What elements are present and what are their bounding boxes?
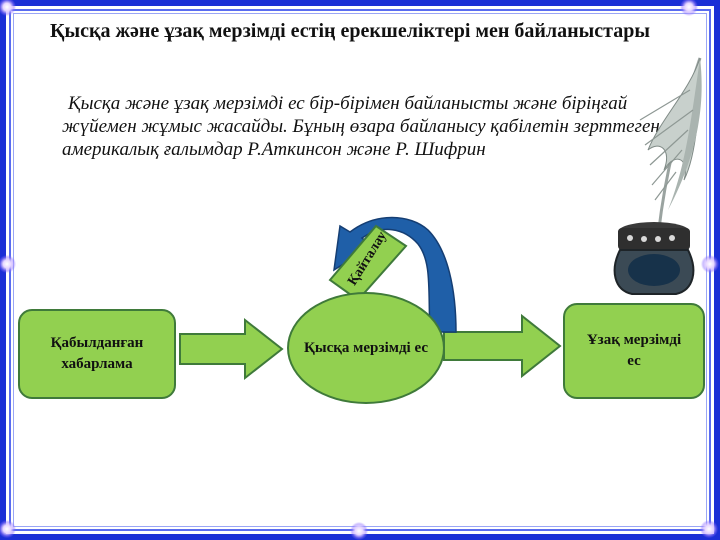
sparkle-icon	[680, 0, 698, 16]
received-message-box: Қабылданған хабарлама	[18, 309, 176, 399]
received-message-line2: хабарлама	[61, 356, 133, 372]
short-term-memory-ellipse: Қысқа мерзімді ес	[287, 292, 445, 404]
slide-title: Қысқа және ұзақ мерзімді естің ерекшелік…	[50, 20, 650, 42]
sparkle-icon	[0, 255, 16, 273]
arrow-input-to-short	[179, 317, 284, 381]
sparkle-icon	[701, 255, 719, 273]
arrow-short-to-long	[443, 313, 562, 379]
received-message-line1: Қабылданған	[50, 335, 144, 351]
sparkle-icon	[350, 522, 368, 540]
short-term-line1: Қысқа	[304, 339, 350, 356]
sparkle-icon	[0, 520, 16, 538]
quill-inkwell-icon	[613, 57, 702, 295]
sparkle-icon	[0, 0, 16, 16]
long-term-line1: Ұзақ мерзімді	[586, 332, 682, 348]
long-term-memory-box: Ұзақ мерзімді ес	[563, 303, 705, 399]
sparkle-icon	[700, 520, 718, 538]
long-term-line2: ес	[627, 353, 641, 369]
short-term-line2: мерзімді ес	[353, 339, 428, 356]
intro-paragraph: Қысқа және ұзақ мерзімді ес бір-бірімен …	[62, 93, 660, 160]
